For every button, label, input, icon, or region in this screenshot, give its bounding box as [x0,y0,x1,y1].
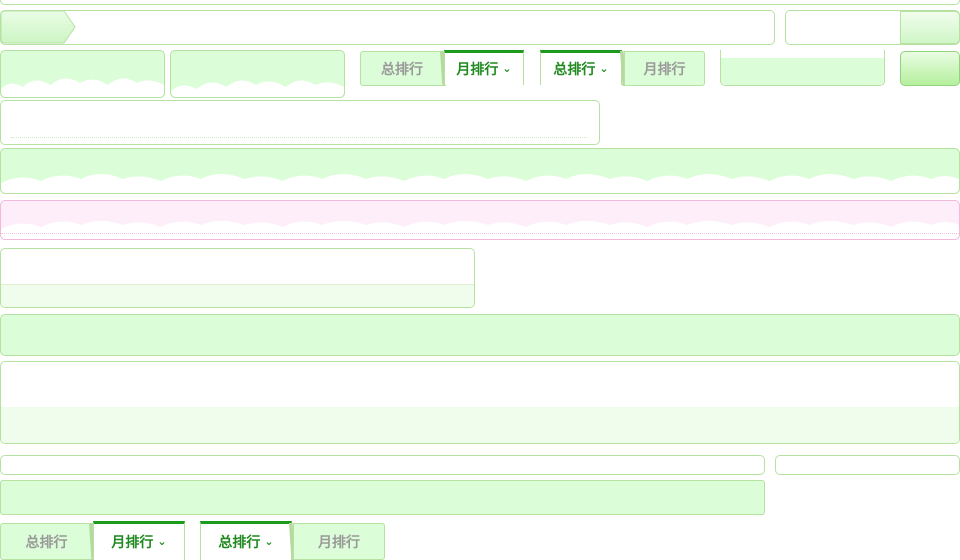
cloud-banner-pink [0,200,960,240]
cloud-panel-mid [170,50,345,98]
header-panel [720,50,885,86]
wide-green-bar [0,314,960,356]
arrow-tab-icon [0,10,76,44]
wide-content-box [0,361,960,444]
tab-month-rank-label: 月排行 [456,62,499,78]
tab-month-rank[interactable]: 月排行 ⌄ [93,521,185,560]
tab-total-rank-label: 总排行 [553,62,596,78]
dotted-divider [1,233,959,234]
tab-month-rank[interactable]: 月排行 [624,51,705,86]
chevron-down-icon: ⌄ [264,534,274,548]
tab-month-rank[interactable]: 月排行 ⌄ [444,50,524,85]
tab-total-rank-label: 总排行 [381,61,423,78]
tab-divider [620,51,626,86]
info-box [0,248,475,308]
tab-total-rank-label: 总排行 [25,534,68,551]
tab-divider [289,523,295,560]
tab-month-rank-label: 月排行 [111,535,154,551]
tab-total-rank[interactable]: 总排行 ⌄ [200,521,292,560]
green-bar [0,480,765,515]
dotted-divider [11,137,587,138]
search-button[interactable] [900,11,960,44]
content-box [0,100,600,145]
top-strip [0,0,960,5]
tab-month-rank[interactable]: 月排行 [293,523,385,560]
cloud-banner-green [0,148,960,194]
tab-total-rank[interactable]: 总排行 [360,51,444,86]
tab-total-rank[interactable]: 总排行 ⌄ [540,50,622,85]
title-bar [0,10,775,45]
chevron-down-icon: ⌄ [599,61,609,75]
chevron-down-icon: ⌄ [502,61,512,75]
thin-bar-right [775,455,960,475]
tab-total-rank-label: 总排行 [218,535,261,551]
cloud-panel-left [0,50,165,98]
chevron-down-icon: ⌄ [157,534,167,548]
tab-month-rank-label: 月排行 [643,61,686,78]
thin-bar-left [0,455,765,475]
tab-month-rank-label: 月排行 [318,534,360,551]
green-button[interactable] [900,51,960,86]
tab-divider [89,523,95,560]
tab-total-rank[interactable]: 总排行 [0,523,93,560]
tab-divider [440,51,446,86]
